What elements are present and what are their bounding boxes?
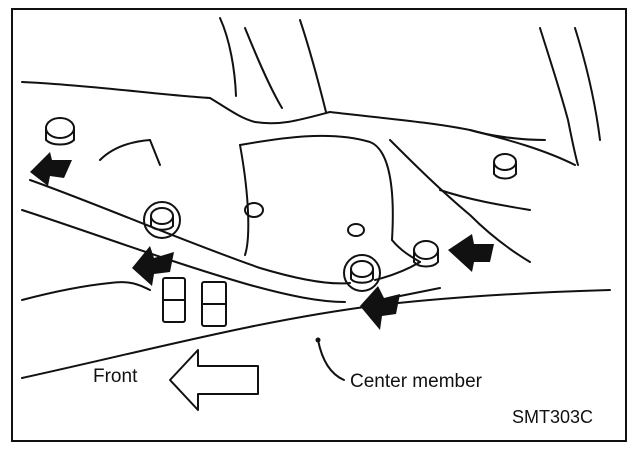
arrow-icon (360, 286, 400, 330)
bolt-5 (493, 153, 517, 180)
arrow-icon (132, 246, 174, 286)
lower-brackets (162, 277, 227, 327)
bolt-arrows (30, 152, 494, 330)
transmission-body (21, 17, 601, 166)
plug-small (244, 202, 365, 237)
bolt-1 (45, 117, 75, 146)
front-direction-arrow-icon (169, 349, 259, 411)
center-member-outline (21, 281, 611, 379)
arrow-icon (30, 152, 72, 186)
bolt-2 (143, 201, 181, 239)
center-member-leader (315, 337, 345, 381)
center-member-label: Center member (350, 371, 482, 392)
diagram-frame (11, 8, 627, 442)
arrow-icon (448, 234, 494, 272)
bolt-3 (343, 254, 381, 292)
oil-pan-body (99, 134, 531, 263)
figure-code: SMT303C (512, 407, 594, 427)
bolt-4 (413, 240, 439, 268)
front-label: Front (93, 366, 138, 387)
